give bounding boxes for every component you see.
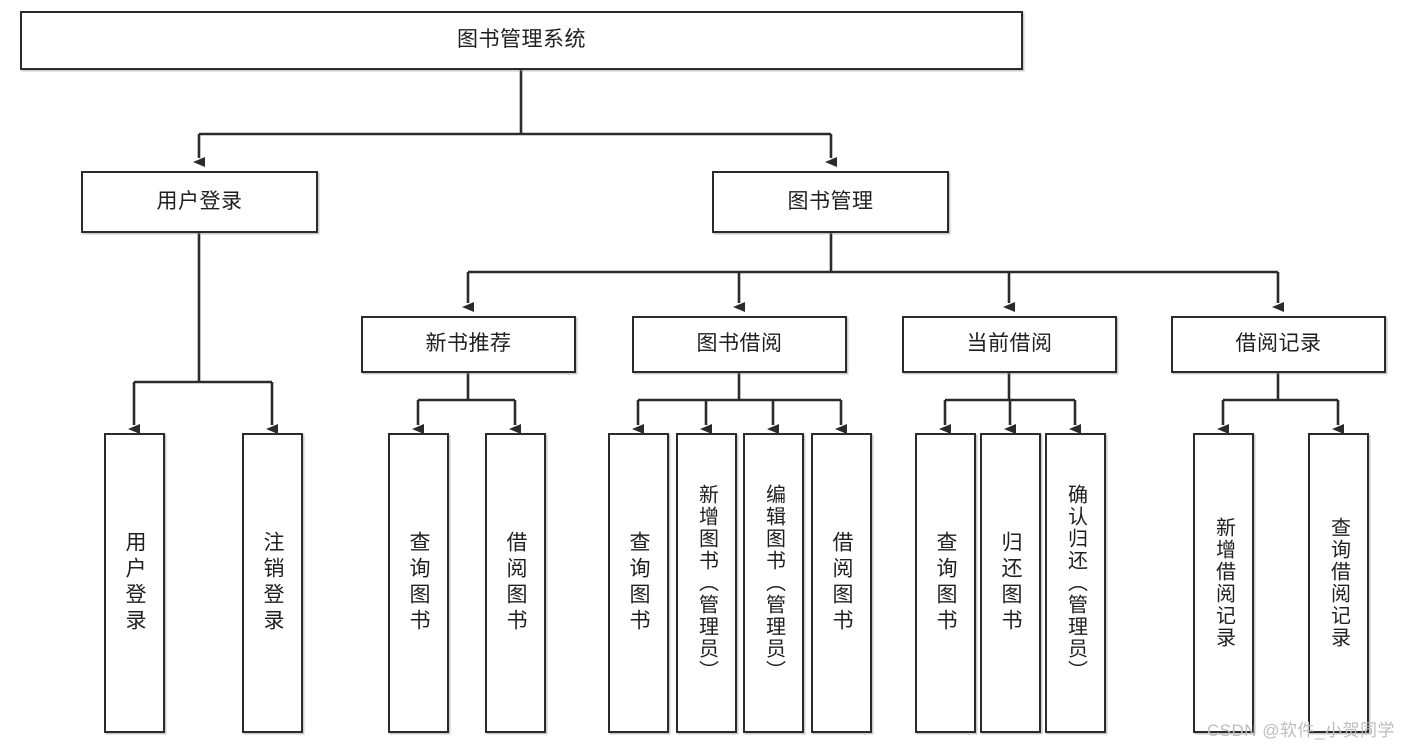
node-label: 新增图书（管理员） [695,484,718,682]
node-label: 用户登录 [123,531,146,635]
node-leaf-borrow-book-2[interactable]: 借阅图书 [811,433,872,733]
node-label: 查询图书 [934,531,957,635]
node-book-management[interactable]: 图书管理 [712,171,949,233]
node-leaf-borrow-book-1[interactable]: 借阅图书 [485,433,546,733]
node-leaf-user-login[interactable]: 用户登录 [104,433,165,733]
node-label: 新增借阅记录 [1212,517,1235,649]
node-label: 确认归还（管理员） [1064,484,1087,682]
node-label: 查询图书 [407,531,430,635]
node-label: 编辑图书（管理员） [762,484,785,682]
node-book-borrow[interactable]: 图书借阅 [632,316,847,373]
node-label: 新书推荐 [425,332,512,356]
watermark-text: CSDN @软件_小贺同学 [1206,721,1395,740]
node-borrow-record[interactable]: 借阅记录 [1171,316,1386,373]
node-leaf-logout-login[interactable]: 注销登录 [242,433,303,733]
node-current-borrow[interactable]: 当前借阅 [902,316,1117,373]
node-leaf-query-book-2[interactable]: 查询图书 [608,433,669,733]
node-label: 归还图书 [999,531,1022,635]
node-label: 查询借阅记录 [1327,517,1350,649]
node-label: 图书借阅 [696,332,783,356]
node-leaf-query-book-3[interactable]: 查询图书 [915,433,976,733]
node-new-book-recommend[interactable]: 新书推荐 [361,316,576,373]
node-label: 用户登录 [156,189,243,213]
node-label: 图书管理 [787,189,874,213]
node-leaf-edit-book[interactable]: 编辑图书（管理员） [743,433,804,733]
node-root[interactable]: 图书管理系统 [20,11,1023,70]
node-leaf-query-record[interactable]: 查询借阅记录 [1308,433,1369,733]
node-leaf-return-book[interactable]: 归还图书 [980,433,1041,733]
node-label: 借阅图书 [830,531,853,635]
node-label: 注销登录 [261,531,284,635]
node-leaf-confirm-return[interactable]: 确认归还（管理员） [1045,433,1106,733]
node-label: 借阅记录 [1235,332,1322,356]
node-user-login[interactable]: 用户登录 [81,171,318,233]
node-label: 当前借阅 [966,332,1053,356]
node-leaf-add-book[interactable]: 新增图书（管理员） [676,433,737,733]
node-label: 图书管理系统 [457,28,586,52]
node-label: 借阅图书 [504,531,527,635]
node-leaf-query-book-1[interactable]: 查询图书 [388,433,449,733]
node-leaf-add-record[interactable]: 新增借阅记录 [1193,433,1254,733]
node-label: 查询图书 [627,531,650,635]
